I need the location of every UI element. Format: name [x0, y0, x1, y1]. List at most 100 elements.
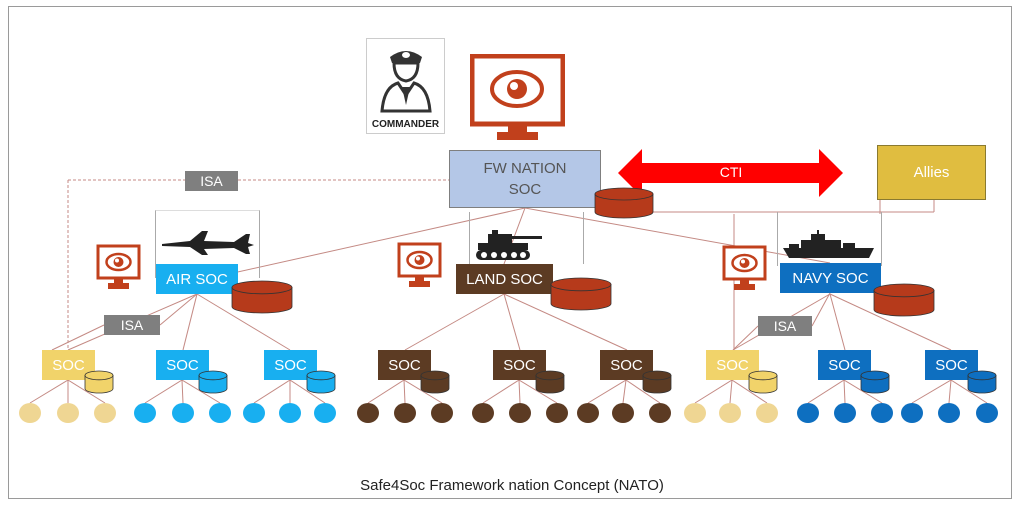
nation-soc-label: FW NATION SOC — [483, 160, 567, 198]
soc-database-icon — [84, 370, 114, 394]
allies-label: Allies — [913, 164, 950, 181]
fighter-jet-icon — [162, 231, 254, 255]
connector-line — [503, 293, 521, 351]
soc-database-icon — [967, 370, 997, 394]
endpoint-node — [834, 403, 856, 423]
endpoint-node — [577, 403, 599, 423]
soc-box: SOC — [706, 350, 759, 380]
soc-label: SOC — [388, 356, 421, 374]
endpoint-node — [649, 403, 671, 423]
connector-line — [182, 293, 198, 351]
connector-line — [732, 325, 759, 351]
commander-icon — [380, 51, 432, 113]
connector-line — [518, 379, 558, 404]
endpoint-node — [612, 403, 634, 423]
air-monitor-icon — [96, 244, 141, 289]
navy-soc-box: NAVY SOC — [780, 263, 881, 293]
soc-label: SOC — [503, 356, 536, 374]
connector-line — [482, 379, 520, 404]
endpoint-node — [797, 403, 819, 423]
connector-line — [403, 379, 406, 404]
endpoint-node — [431, 403, 453, 423]
connector-line — [503, 293, 628, 351]
soc-database-icon — [748, 370, 778, 394]
connector-line — [253, 379, 291, 404]
connector-line — [524, 207, 831, 264]
main-monitor-icon — [470, 54, 565, 140]
endpoint-node — [57, 403, 79, 423]
endpoint-node — [546, 403, 568, 423]
endpoint-node — [938, 403, 960, 423]
endpoint-node — [756, 403, 778, 423]
cti-label: CTI — [700, 162, 762, 182]
connector-line — [404, 293, 505, 351]
endpoint-node — [243, 403, 265, 423]
endpoint-node — [209, 403, 231, 423]
endpoint-node — [19, 403, 41, 423]
endpoint-node — [472, 403, 494, 423]
isa-text: ISA — [120, 317, 144, 333]
connector-line — [622, 379, 627, 404]
navy-database-icon — [873, 283, 935, 317]
soc-database-icon — [642, 370, 672, 394]
isa-text: ISA — [200, 173, 223, 189]
air-database-icon — [231, 280, 293, 314]
endpoint-node — [357, 403, 379, 423]
air-soc-box: AIR SOC — [156, 264, 238, 294]
isa-label-navy: ISA — [758, 316, 812, 336]
soc-box: SOC — [493, 350, 546, 380]
land-monitor-icon — [397, 242, 442, 287]
isa-label-top: ISA — [185, 171, 238, 191]
connector-line — [729, 379, 733, 404]
endpoint-node — [314, 403, 336, 423]
tank-icon — [476, 230, 542, 260]
connector-line — [518, 379, 521, 404]
soc-label: SOC — [828, 356, 861, 374]
connector-line — [159, 293, 198, 326]
endpoint-node — [901, 403, 923, 423]
endpoint-node — [134, 403, 156, 423]
connector-line — [181, 379, 184, 404]
commander-box: COMMANDER — [366, 38, 445, 134]
connector-line — [367, 379, 405, 404]
tank-frame — [469, 212, 584, 264]
connector-line — [807, 379, 845, 404]
soc-database-icon — [860, 370, 890, 394]
endpoint-node — [94, 403, 116, 423]
ship-frame — [777, 212, 882, 266]
warship-icon — [783, 230, 874, 258]
connector-line — [950, 379, 988, 404]
connector-line — [403, 379, 443, 404]
soc-database-icon — [420, 370, 450, 394]
endpoint-node — [719, 403, 741, 423]
soc-database-icon — [535, 370, 565, 394]
soc-label: SOC — [166, 356, 199, 374]
connector-line — [811, 292, 831, 327]
land-database-icon — [550, 277, 612, 311]
air-soc-label: AIR SOC — [166, 270, 228, 288]
soc-label: SOC — [716, 356, 749, 374]
endpoint-node — [394, 403, 416, 423]
soc-label: SOC — [274, 356, 307, 374]
diagram-caption: Safe4Soc Framework nation Concept (NATO) — [360, 477, 664, 494]
navy-soc-label: NAVY SOC — [792, 269, 869, 287]
connector-line — [843, 379, 883, 404]
soc-label: SOC — [935, 356, 968, 374]
soc-database-icon — [306, 370, 336, 394]
commander-label: COMMANDER — [371, 119, 440, 130]
connector-line — [948, 379, 952, 404]
connector-line — [843, 379, 846, 404]
land-soc-label: LAND SOC — [466, 270, 543, 288]
allies-box: Allies — [877, 145, 986, 200]
endpoint-node — [871, 403, 893, 423]
connector-line — [911, 379, 952, 404]
connector-line — [51, 324, 105, 351]
endpoint-node — [976, 403, 998, 423]
connector-line — [829, 293, 846, 351]
soc-database-icon — [198, 370, 228, 394]
cti-text: CTI — [719, 164, 743, 180]
navy-monitor-icon — [722, 245, 767, 290]
isa-text: ISA — [773, 318, 797, 334]
endpoint-node — [172, 403, 194, 423]
